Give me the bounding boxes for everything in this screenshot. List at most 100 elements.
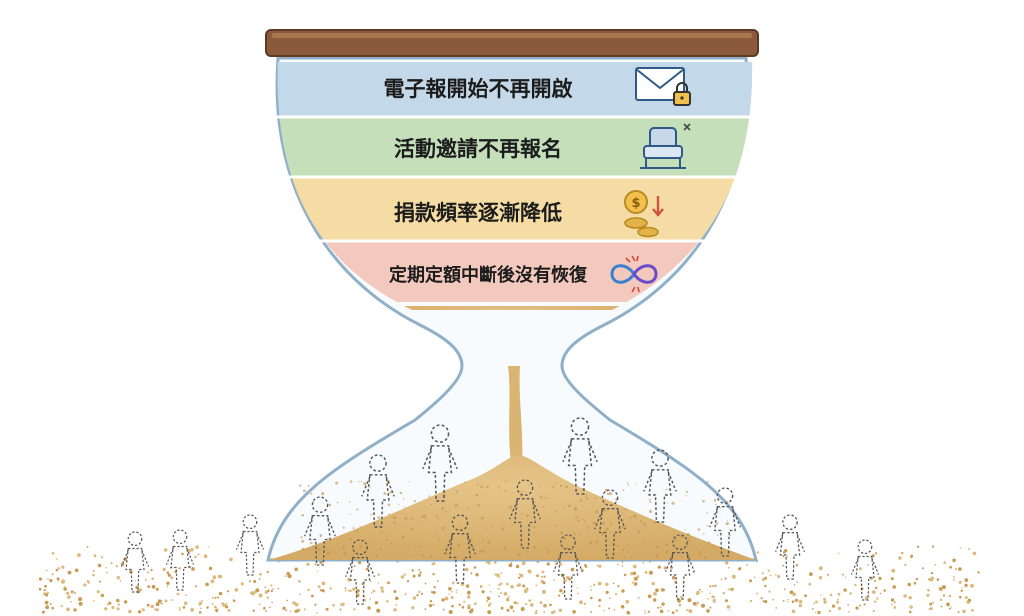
person-outline [509, 479, 541, 549]
sand-grain [567, 480, 569, 482]
sand-grain [466, 507, 469, 510]
sand-grain [891, 603, 893, 606]
sand-grain [539, 484, 541, 487]
sand-grain [411, 606, 415, 610]
sand-grain [624, 508, 626, 511]
sand-grain [316, 612, 318, 614]
sand-grain [554, 563, 557, 565]
sand-grain [327, 538, 329, 540]
sand-grain [621, 565, 623, 567]
sand-grain [206, 606, 209, 609]
sand-grain [286, 599, 289, 602]
person-outline [165, 529, 195, 591]
sand-grain [506, 608, 510, 612]
sand-grain [501, 527, 504, 531]
sand-grain [270, 584, 273, 587]
sand-grain [349, 589, 352, 593]
sand-grain [589, 585, 592, 588]
sand-grain [438, 538, 441, 541]
sand-grain [164, 599, 168, 603]
sand-grain [208, 566, 213, 571]
sand-grain [913, 581, 917, 585]
sand-grain [359, 525, 361, 528]
sand-grain [883, 589, 886, 592]
sand-grain [512, 492, 514, 494]
sand-grain [644, 571, 648, 574]
sand-grain [520, 512, 523, 515]
sand-grain [263, 606, 266, 610]
sand-grain [543, 546, 546, 549]
sand-grain [470, 572, 473, 575]
person-outline [562, 417, 598, 495]
sand-grain [789, 590, 794, 595]
sand-grain [941, 585, 946, 590]
sand-grain [847, 604, 849, 606]
sand-grain [264, 590, 268, 594]
sand-grain [592, 521, 596, 525]
sand-grain [412, 574, 416, 578]
sand-grain [451, 516, 453, 518]
sand-grain [321, 492, 325, 496]
sand-grain [310, 541, 313, 545]
sand-grain [105, 567, 108, 569]
sand-grain [116, 607, 120, 611]
ground-sand [38, 544, 980, 615]
sand-grain [863, 603, 866, 606]
sand-grain [837, 592, 841, 596]
sand-grain [560, 531, 563, 535]
sand-grain [265, 609, 268, 612]
sand-grain [746, 563, 749, 566]
sand-grain [444, 596, 449, 601]
sand-grain [353, 608, 356, 611]
sand-grain [46, 591, 49, 595]
sand-grain [597, 581, 602, 586]
sand-grain [397, 511, 399, 513]
sand-grain [798, 603, 802, 608]
sand-grain [534, 611, 538, 615]
sand-grain [117, 603, 120, 606]
sand-grain [749, 579, 752, 583]
sand-grain [686, 532, 690, 537]
sand-grain [967, 598, 972, 602]
sand-grain [339, 608, 342, 611]
sand-grain [181, 552, 184, 556]
sand-grain [697, 528, 701, 531]
empty-seat-icon [640, 123, 691, 169]
sand-grain [621, 548, 625, 551]
sand-grain [782, 564, 784, 567]
sand-grain [214, 596, 217, 599]
sand-grain [808, 582, 812, 586]
sand-grain [848, 610, 851, 613]
sand-grain [794, 598, 799, 602]
sand-grain [874, 600, 877, 603]
sand-grain [570, 567, 575, 572]
sand-grain [756, 551, 760, 554]
sand-grain [302, 489, 306, 493]
sand-grain [96, 590, 100, 594]
sand-grain [823, 597, 826, 601]
sand-grain [398, 504, 400, 506]
sand-grain [38, 577, 43, 581]
sand-grain [255, 588, 260, 593]
sand-grain [728, 534, 731, 537]
sand-grain [552, 547, 554, 549]
sand-grain [964, 583, 968, 587]
sand-grain [562, 592, 564, 595]
sand-grain [893, 606, 897, 609]
sand-grain [43, 589, 46, 592]
sand-grain [106, 571, 108, 574]
sand-grain [535, 609, 538, 612]
sand-grain [146, 603, 150, 607]
sand-grain [455, 589, 458, 591]
sand-grain [775, 607, 777, 609]
sand-grain [298, 580, 301, 583]
svg-text:$: $ [631, 196, 640, 211]
sand-grain [380, 531, 383, 534]
sand-grain [644, 612, 647, 614]
sand-grain [317, 547, 321, 552]
band-3-label: 捐款頻率逐漸降低 [394, 201, 562, 225]
sand-grain [510, 562, 513, 564]
sand-grain [207, 546, 210, 548]
sand-grain [546, 562, 550, 566]
sand-grain [509, 605, 514, 609]
